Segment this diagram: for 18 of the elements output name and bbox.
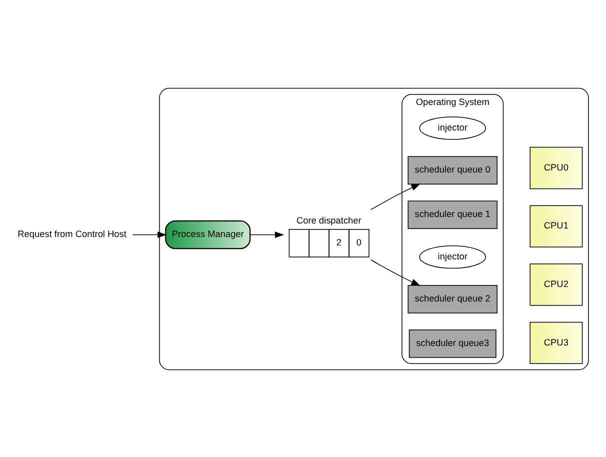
node-label: Core dispatcher: [296, 215, 362, 226]
node-text: Request from Control Host: [18, 228, 126, 239]
node-box: scheduler queue 1: [408, 200, 498, 228]
arrow: [250, 231, 284, 238]
node-ellipse: injector: [419, 116, 486, 140]
node-box: CPU1: [530, 204, 583, 247]
node-box: CPU0: [530, 146, 583, 189]
cluster: [159, 87, 589, 370]
node-box: scheduler queue3: [408, 329, 496, 358]
arrow: [370, 258, 420, 286]
arrow: [370, 183, 420, 210]
node-box: CPU2: [530, 263, 583, 306]
node-box: CPU3: [530, 321, 583, 364]
node-box: scheduler queue 2: [408, 284, 498, 313]
node-box: scheduler queue 0: [408, 156, 498, 184]
arrow: [132, 231, 167, 238]
node-ellipse: injector: [419, 244, 486, 268]
node-box: Process Manager: [165, 220, 251, 249]
